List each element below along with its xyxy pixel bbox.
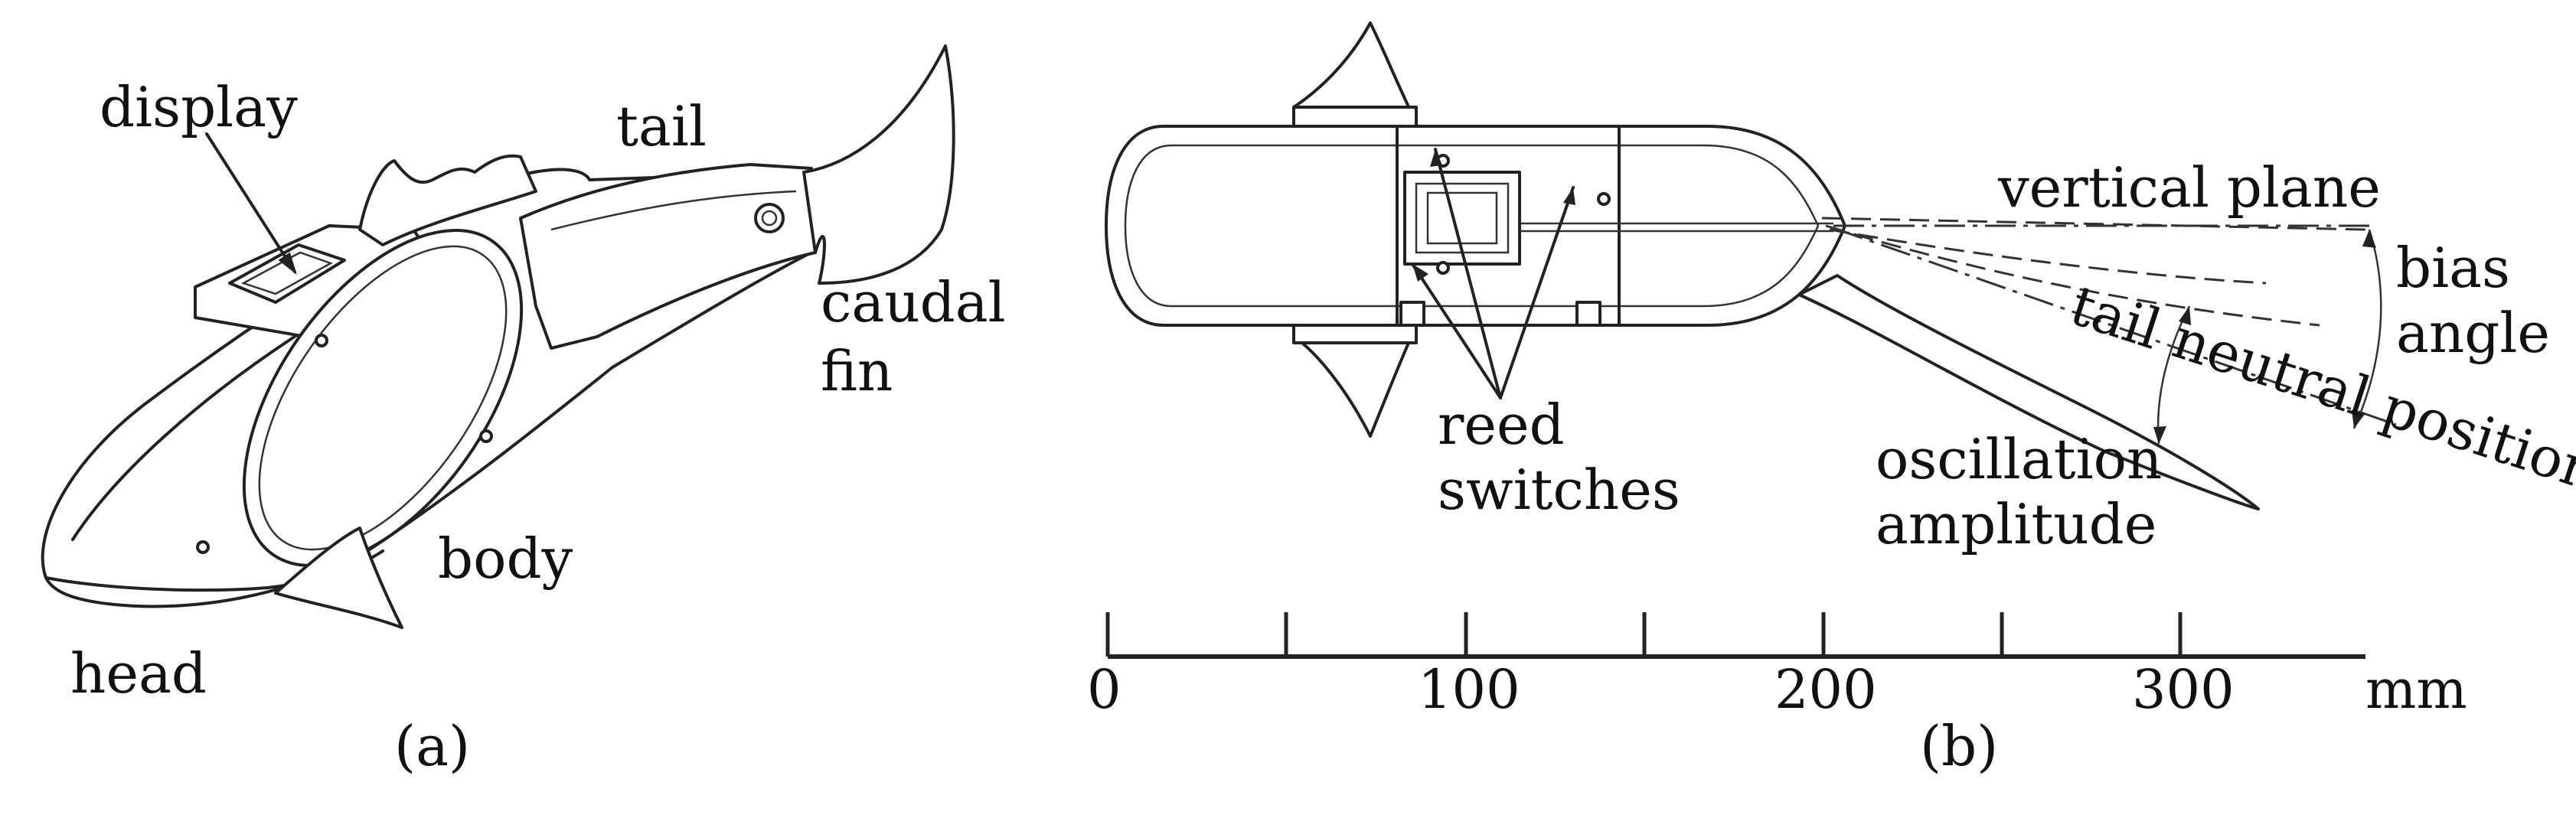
bottom-tab-2 [1575, 301, 1601, 327]
oscillation-arrowhead-bottom [2153, 426, 2166, 444]
bias-angle-arc [2352, 229, 2382, 429]
body-side-panel-inner [258, 245, 508, 551]
tail-joint [754, 203, 785, 233]
reed-arrowhead-1 [1430, 149, 1442, 167]
reed-arrowhead-2 [1563, 187, 1575, 205]
scale-label-100: 100 [1418, 658, 1520, 721]
bias-arrowhead-top [2362, 230, 2376, 248]
label-oscillation: oscillation [1876, 427, 2162, 491]
label-caudal: caudal [821, 270, 1006, 334]
tail-joint-inner [761, 210, 778, 227]
tail-bias-dash-2 [1829, 228, 2267, 285]
tail-neutral-line [1833, 227, 2397, 426]
display-box-b-inner2 [1426, 191, 1498, 245]
display-window-inner [240, 251, 334, 295]
bottom-tab-1 [1399, 301, 1425, 327]
lower-fin-b [1292, 324, 1418, 438]
screw-b2 [1597, 192, 1611, 206]
body-side-panel [242, 229, 524, 567]
tail-line [550, 190, 797, 231]
dorsal-crest [358, 154, 537, 246]
screw-a3 [315, 334, 328, 347]
body-inner-b [1124, 144, 1820, 308]
tail-solid [1797, 274, 2260, 510]
upper-fin-base [1292, 106, 1418, 129]
oscillation-arrowhead-top [2179, 306, 2191, 325]
reed-arrowhead-3 [1412, 264, 1428, 282]
label-vertical-plane: vertical plane [1997, 155, 2381, 220]
tail-bias-dash-1 [1825, 224, 2320, 327]
display-leader-arrowhead [278, 252, 297, 275]
reed-arrow-3 [1411, 262, 1502, 399]
panel-b-drawing [1105, 21, 2397, 510]
reed-arrow-2 [1499, 186, 1575, 399]
label-fin: fin [821, 339, 893, 403]
caption-a: (a) [394, 714, 470, 778]
tail-vertical-dash [1821, 217, 2366, 231]
scale-unit: mm [2365, 658, 2467, 721]
label-display: display [100, 75, 298, 139]
pectoral-fin-a [274, 526, 403, 629]
label-switches: switches [1438, 458, 1680, 522]
label-head: head [70, 641, 207, 706]
scale-label-200: 200 [1774, 658, 1877, 721]
panel-a-drawing [41, 44, 955, 629]
label-angle: angle [2396, 301, 2550, 365]
reed-arrow-1 [1434, 148, 1502, 399]
label-bias: bias [2396, 236, 2510, 300]
screw-a2 [479, 429, 493, 443]
screw-a1 [196, 540, 210, 554]
caudal-fin-a [802, 44, 955, 285]
display-leader-arrow [205, 132, 296, 273]
upper-fin-b [1292, 21, 1418, 128]
scale-label-0: 0 [1087, 658, 1121, 721]
screw-b3 [1436, 261, 1450, 275]
label-body: body [438, 526, 573, 591]
caption-b: (b) [1920, 714, 1998, 778]
bias-arrowhead-bottom [2352, 410, 2365, 429]
label-amplitude: amplitude [1876, 492, 2156, 556]
scale-bar [1105, 612, 2365, 659]
label-reed: reed [1438, 393, 1565, 457]
scale-label-300: 300 [2132, 658, 2235, 721]
label-tail: tail [616, 94, 707, 158]
